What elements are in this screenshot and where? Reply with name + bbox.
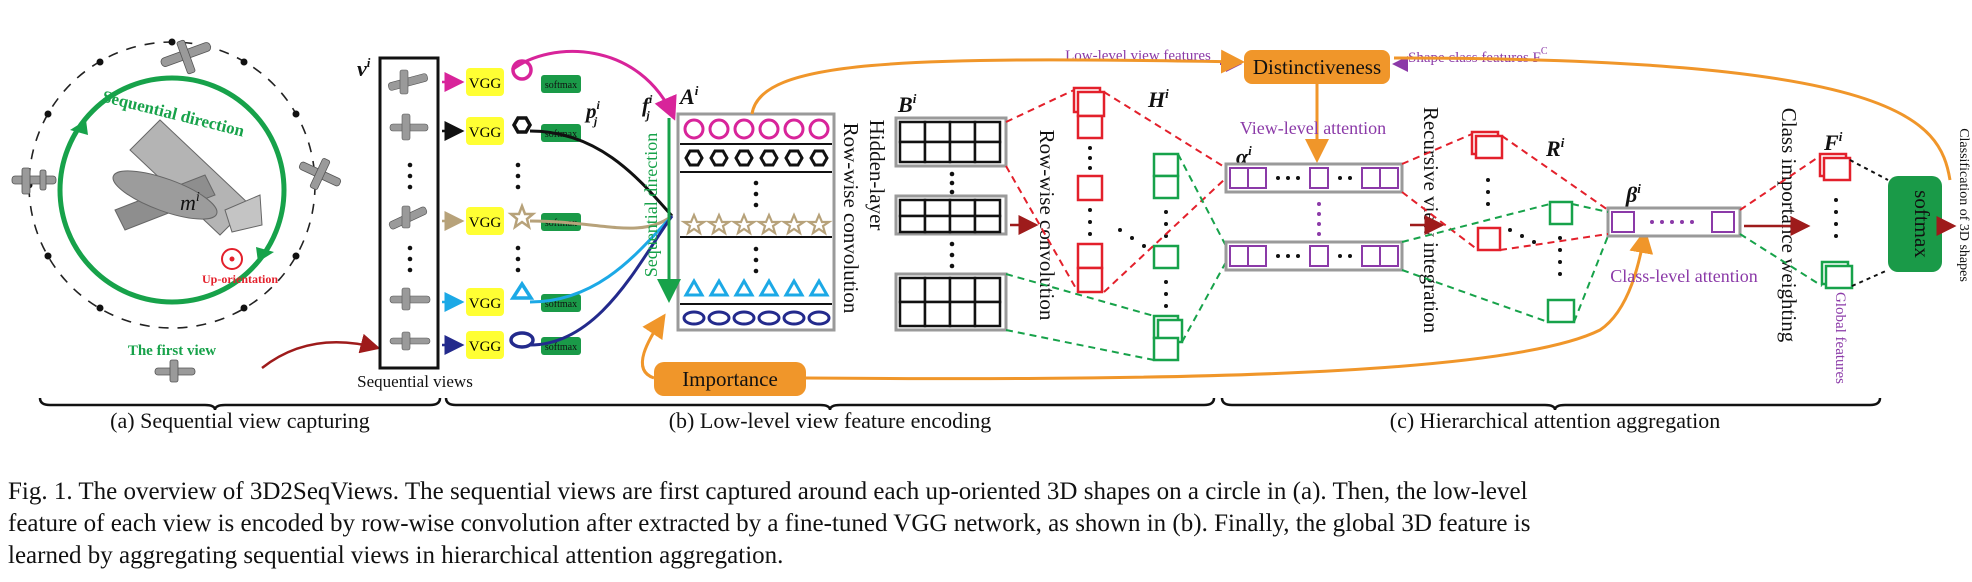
row-wise-convolution-2-label: Row-wise convolution [1035,130,1059,321]
recursive-view-integration-label: Recursive view integration [1419,107,1443,334]
h-green-vectors [1152,152,1184,362]
classification-label: Classification of 3D shapes [1956,128,1971,282]
section-c-title: (c) Hierarchical attention aggregation [1390,408,1720,433]
global-features-label: Global features [1832,292,1848,384]
r-to-beta-dashed-lines [1499,135,1609,323]
matrix-a-separators [680,143,832,305]
beta-ellipsis [1650,220,1694,224]
panel-c: Distinctiveness Low-level view features … [750,46,1971,384]
h-red-vectors [1072,86,1106,294]
vgg-boxes: VGG VGG VGG VGG VGG [466,68,504,359]
caption-line-2: feature of each view is encoded by row-w… [8,510,1531,537]
r-green-vectors [1546,200,1576,324]
f-to-softmax-dashed-lines [1849,159,1889,287]
beta-symbol: βi [1625,181,1641,207]
r-ellipsis [1486,178,1562,276]
h-to-alpha-dashed-lines [1103,91,1227,343]
matrix-a-ellipsis [753,180,759,274]
importance-to-matrix-arrow [641,313,666,380]
alpha-vertical-ellipsis [1317,202,1321,236]
section-a-title: (a) Sequential view capturing [110,408,370,433]
matrix-a-rows [680,118,833,326]
softmax-small-5: softmax [545,342,577,353]
softmax-big-label: softmax [1910,190,1934,258]
airplane-icon-left [11,167,57,195]
beta-to-f-dashed-lines [1739,155,1823,287]
panel-a: Sequential direction mi Up-orientation T… [11,38,381,383]
distinctiveness-label: Distinctiveness [1253,55,1381,79]
caption-line-3: learned by aggregating sequential views … [8,542,784,569]
sequential-direction-circle [57,75,287,305]
vgg-label-1: VGG [469,76,502,92]
shape-class-features-label: Shape class features FC [1408,46,1548,66]
r-red-vectors [1470,130,1504,252]
vgg-label-5: VGG [469,339,502,355]
importance-label: Importance [682,367,778,391]
up-orientation-icon [221,248,243,270]
h-green-ellipsis [1118,210,1168,308]
matrix-to-distinctiveness-curve [750,49,1245,115]
a-symbol: Ai [678,83,699,109]
small-softmax-boxes: softmax softmax softmax softmax softmax [541,75,581,355]
r-symbol: Ri [1545,135,1565,161]
f-ellipsis [1834,198,1838,238]
matrix-b-ellipsis [949,171,955,269]
alpha-vectors [1224,162,1404,272]
view-thumbnails [388,69,431,351]
softmax-small-4: softmax [545,299,577,310]
f-global-vectors [1818,152,1854,290]
importance-to-beta-curve [805,229,1654,381]
views-ellipsis [407,162,413,273]
h-red-ellipsis [1088,146,1092,236]
alpha-to-r-dashed-lines [1401,133,1551,323]
vgg-ellipsis [515,162,521,273]
mesh-symbol: mi [180,190,200,215]
vgg-to-matrix-curves [511,49,677,347]
feature-glyphs [507,59,537,349]
airplane-icon-top [160,39,212,75]
panel-b: vi Sequential views [357,49,1227,396]
beta-vector [1606,206,1742,238]
hidden-layer-label: Hidden-layer [865,120,889,231]
view-level-attention-label: View-level attention [1240,118,1386,138]
matrix-b [894,116,1008,332]
b-to-h-dashed-lines [1005,89,1155,361]
distinctiveness-box [1244,50,1390,84]
softmax-to-distinctiveness-curve [1393,56,1952,181]
vgg-label-3: VGG [469,215,502,231]
f-big-symbol: Fi [1823,129,1843,155]
first-view-label: The first view [128,343,216,359]
figure-caption: Fig. 1. The overview of 3D2SeqViews. The… [8,476,1958,572]
h-symbol: Hi [1147,86,1169,112]
vgg-label-2: VGG [469,125,502,141]
airplane-icon-bottom [154,359,196,383]
softmax-small-1: softmax [545,80,577,91]
first-view-arrow [261,333,381,369]
b-symbol: Bi [897,91,917,117]
central-airplane-model [112,119,263,236]
class-level-attention-label: Class-level attention [1610,266,1757,286]
section-braces [38,397,1882,411]
softmax-big-box [1888,176,1942,272]
camera-dots [25,38,319,312]
section-b-title: (b) Low-level view feature encoding [669,408,992,433]
vgg-label-4: VGG [469,296,502,312]
airplane-icon-right [298,158,342,190]
caption-line-1: Fig. 1. The overview of 3D2SeqViews. The… [8,478,1528,505]
sequential-direction-vertical-label: Sequential direction [641,133,661,277]
view-to-vgg-arrows [442,72,465,355]
alpha-ellipsis [1276,176,1352,258]
up-orientation-label: Up-orientation [202,272,278,286]
importance-box [654,362,806,396]
views-symbol: vi [357,55,371,81]
row-wise-convolution-label: Row-wise convolution [839,123,863,314]
sequential-views-label: Sequential views [357,372,473,391]
